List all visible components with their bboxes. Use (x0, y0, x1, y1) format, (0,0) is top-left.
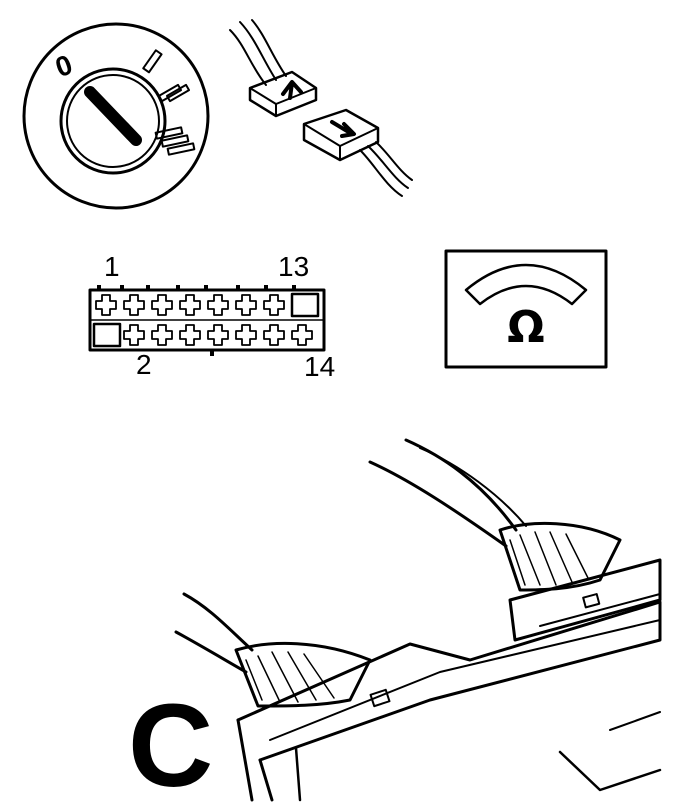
connector-pinout: 1 13 2 14 (88, 251, 335, 382)
pin-top-5 (235, 294, 257, 316)
pin-bottom-5 (263, 324, 285, 346)
pin-top-2 (151, 294, 173, 316)
ohmmeter-icon: Ω (444, 249, 608, 369)
pin-top-4 (207, 294, 229, 316)
pin-13-label: 13 (278, 251, 309, 282)
pin-bottom-3 (207, 324, 229, 346)
pin-bottom-6 (291, 324, 313, 346)
key-slot-icon (84, 86, 142, 146)
pin-bottom-2 (179, 324, 201, 346)
installed-connector-view: C (128, 438, 662, 808)
pin-bottom-1 (151, 324, 173, 346)
pin-top-1 (123, 294, 145, 316)
pin-bottom-4 (235, 324, 257, 346)
pin-top-0 (95, 294, 117, 316)
view-label-c: C (128, 680, 213, 808)
ohm-symbol: Ω (507, 302, 544, 353)
position-0-label: 0 (51, 49, 76, 83)
ignition-switch: 0 (22, 22, 210, 210)
pin-14-label: 14 (304, 351, 335, 382)
connector-disconnect-icon (229, 19, 413, 197)
pin-1-label: 1 (104, 251, 120, 282)
pin-bottom-0 (123, 324, 145, 346)
pin-top-6 (263, 294, 285, 316)
pin-top-3 (179, 294, 201, 316)
pin-2-label: 2 (136, 349, 152, 380)
position-marks (142, 49, 196, 156)
